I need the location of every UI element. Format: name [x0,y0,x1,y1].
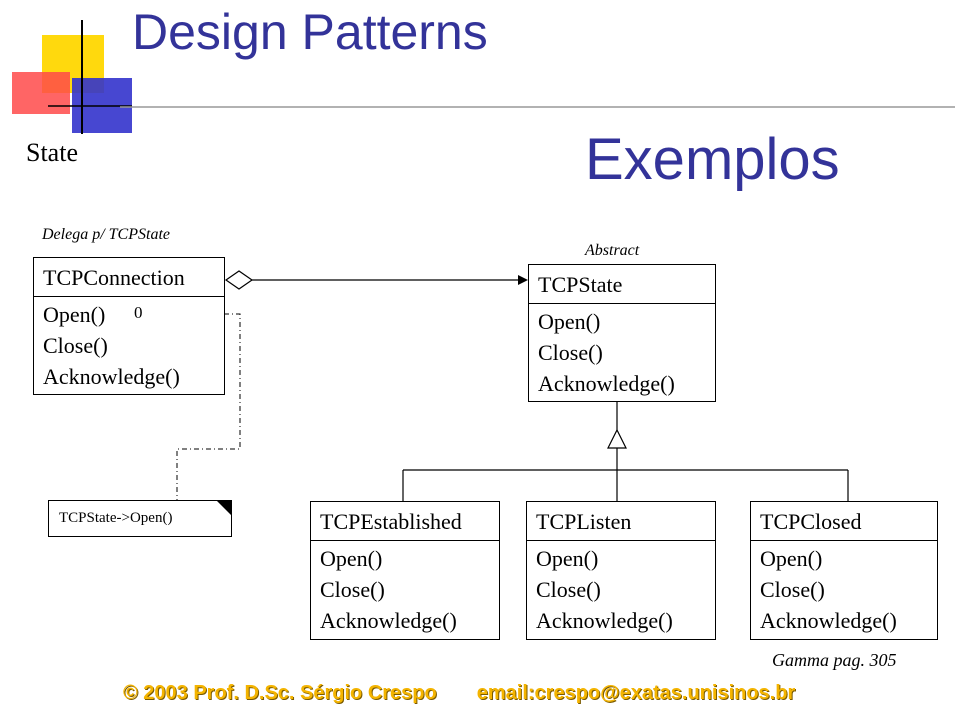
operation-open: Open() [538,309,601,334]
class-tcpclosed: TCPClosed Open() Close() Acknowledge() [750,501,938,640]
operation-acknowledge: Acknowledge() [320,608,457,633]
class-tcpconnection: TCPConnection Open() Close() Acknowledge… [33,257,225,395]
class-operations: Open() Close() Acknowledge() [34,296,224,392]
code-note-text: TCPState->Open() [59,510,173,526]
pattern-subtitle: State [26,138,78,167]
class-operations: Open() Close() Acknowledge() [751,540,937,636]
class-tcplisten: TCPListen Open() Close() Acknowledge() [526,501,716,640]
footer-email: email:crespo@exatas.unisinos.br [476,682,796,704]
slide-logo [12,20,132,134]
class-tcpstate: TCPState Open() Close() Acknowledge() [528,264,716,402]
footer-copyright: © 2003 Prof. D.Sc. Sérgio Crespo [123,682,437,704]
operation-acknowledge: Acknowledge() [538,371,675,396]
operation-close: Close() [538,340,603,365]
footer: © 2003 Prof. D.Sc. Sérgio Crespo email:cr… [123,682,795,705]
operation-close: Close() [320,577,385,602]
note-fold-icon [216,500,232,516]
class-operations: Open() Close() Acknowledge() [527,540,715,636]
inheritance-connector [402,401,849,501]
class-name: TCPConnection [43,265,185,290]
operation-open: Open() [320,546,383,571]
class-name: TCPEstablished [320,509,462,534]
class-tcpestablished: TCPEstablished Open() Close() Acknowledg… [310,501,500,640]
slide-title: Design Patterns [132,4,488,60]
operation-acknowledge: Acknowledge() [536,608,673,633]
note-connector [152,313,241,500]
class-name: TCPState [538,272,623,297]
operation-close: Close() [536,577,601,602]
section-title: Exemplos [585,127,840,192]
operation-open: Open() [760,546,823,571]
operation-open: Open() [536,546,599,571]
operation-acknowledge: Acknowledge() [760,608,897,633]
class-name: TCPListen [536,509,632,534]
aggregation-connector [224,270,528,290]
abstract-note: Abstract [585,242,640,259]
reference-note: Gamma pag. 305 [772,650,897,670]
code-note: TCPState->Open() [48,500,232,537]
class-operations: Open() Close() Acknowledge() [311,540,499,636]
class-name: TCPClosed [760,509,862,534]
delegate-note: Delega p/ TCPState [42,226,170,243]
operation-acknowledge: Acknowledge() [43,364,180,389]
operation-open: Open() [43,302,106,327]
class-operations: Open() Close() Acknowledge() [529,303,715,399]
operation-close: Close() [760,577,825,602]
call-marker: 0 [134,303,143,322]
operation-close: Close() [43,333,108,358]
